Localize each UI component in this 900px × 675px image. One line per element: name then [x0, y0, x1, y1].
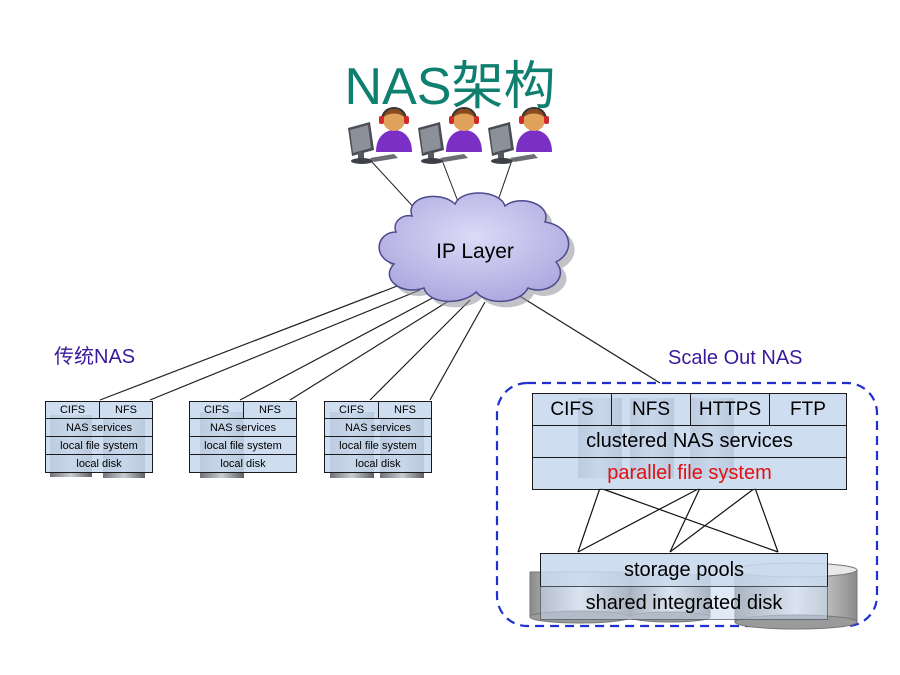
- nas-links: [99, 282, 661, 401]
- shared-integrated-disk-cell: shared integrated disk: [540, 586, 828, 620]
- local-file-system-cell: local file system: [324, 436, 432, 455]
- nas-services-cell: NAS services: [45, 418, 153, 437]
- nas-services-cell: NAS services: [189, 418, 297, 437]
- scaleout-boundary: [495, 381, 879, 628]
- https-cell: HTTPS: [690, 393, 770, 426]
- cifs-cell: CIFS: [45, 401, 100, 419]
- nas-services-cell: NAS services: [324, 418, 432, 437]
- cifs-cell: CIFS: [532, 393, 612, 426]
- local-disk-cell: local disk: [45, 454, 153, 473]
- local-disk-cell: local disk: [324, 454, 432, 473]
- nfs-cell: NFS: [243, 401, 297, 419]
- parallel-file-system-cell: parallel file system: [532, 457, 847, 490]
- clustered-nas-services-cell: clustered NAS services: [532, 425, 847, 458]
- cifs-cell: CIFS: [189, 401, 244, 419]
- local-file-system-cell: local file system: [189, 436, 297, 455]
- user-at-computer-icon: [418, 107, 482, 164]
- traditional-nas-label: 传统NAS: [54, 346, 136, 368]
- local-file-system-cell: local file system: [45, 436, 153, 455]
- page-title: NAS架构: [344, 58, 556, 116]
- mesh-links: [577, 487, 779, 553]
- cifs-cell: CIFS: [324, 401, 379, 419]
- nfs-cell: NFS: [99, 401, 153, 419]
- ip-layer-cloud: [378, 192, 575, 308]
- nfs-cell: NFS: [611, 393, 691, 426]
- ftp-cell: FTP: [769, 393, 847, 426]
- user-at-computer-icon: [488, 107, 552, 164]
- scaleout-nas-label: Scale Out NAS: [668, 347, 803, 369]
- local-disk-cell: local disk: [189, 454, 297, 473]
- nfs-cell: NFS: [378, 401, 432, 419]
- storage-pools-cell: storage pools: [540, 553, 828, 587]
- user-at-computer-icon: [348, 107, 412, 164]
- ip-layer-label: IP Layer: [436, 240, 514, 263]
